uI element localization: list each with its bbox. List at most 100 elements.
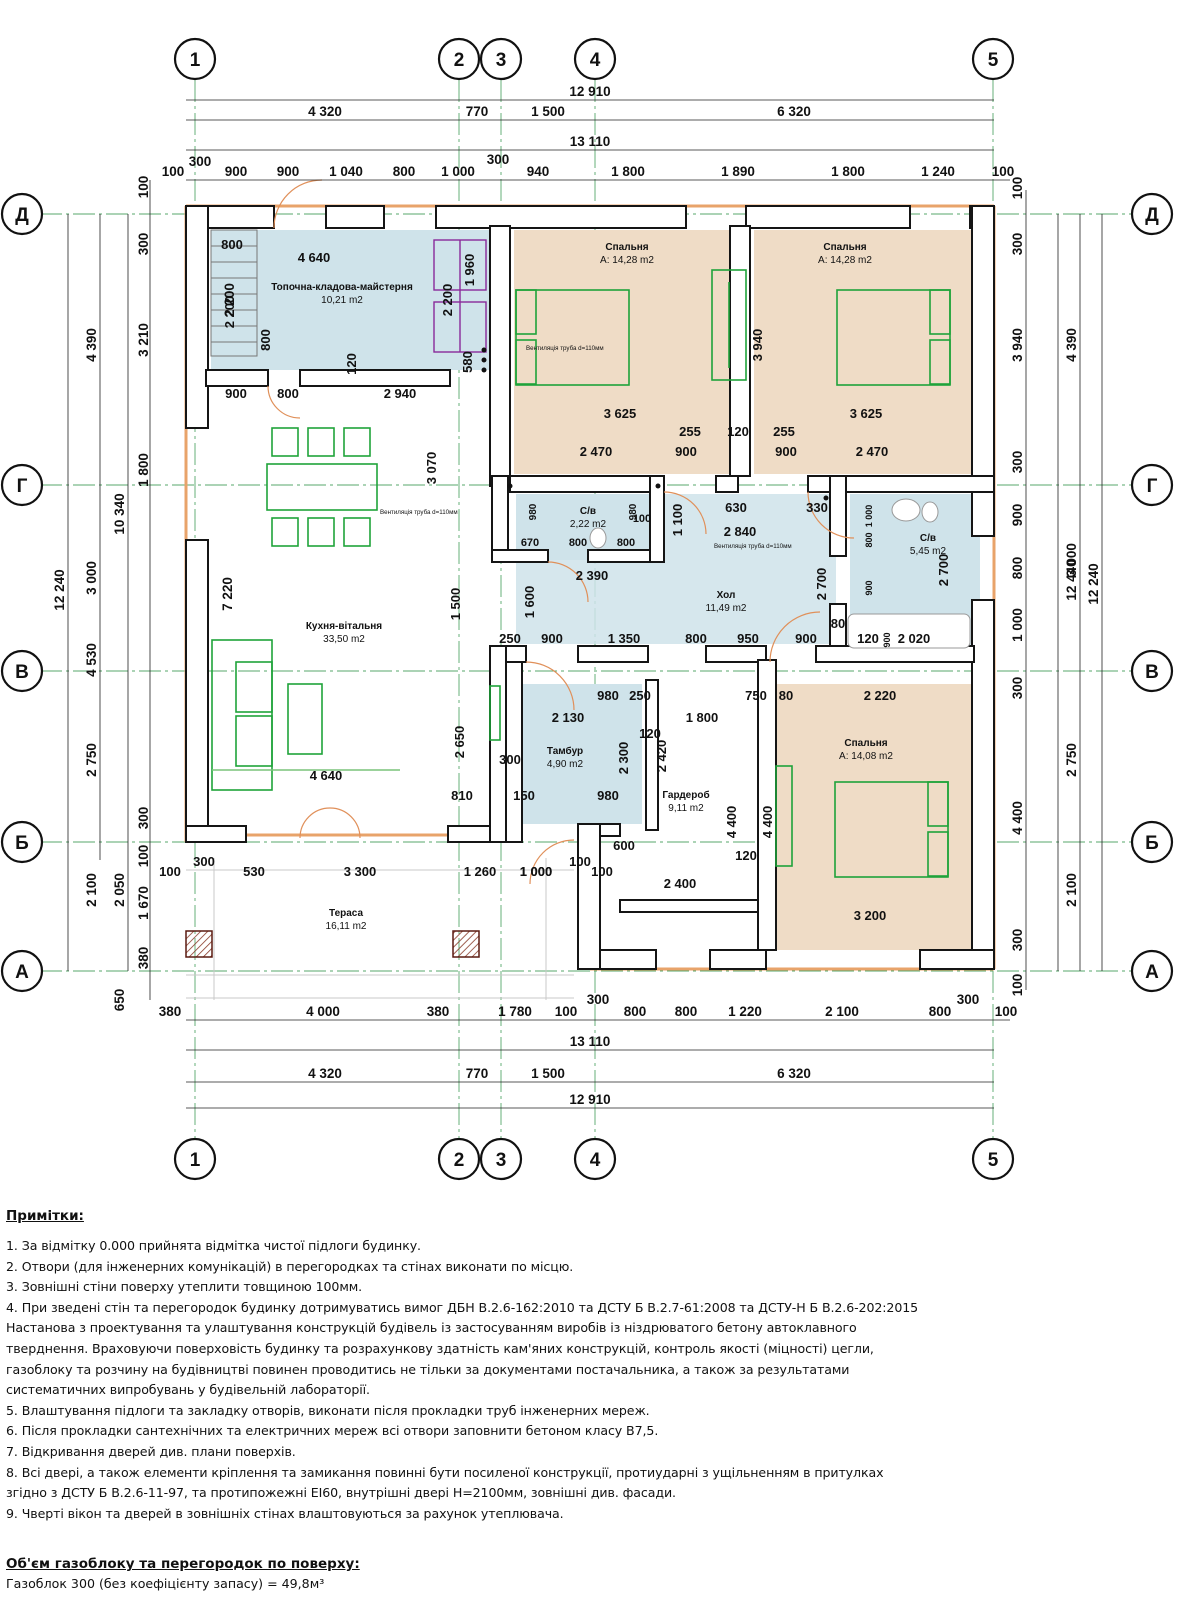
- interior-dim: 300: [193, 854, 215, 869]
- interior-dim: 4 640: [310, 768, 343, 783]
- room-name: Гардероб: [662, 789, 709, 801]
- dim-top-chain-2: 940: [527, 164, 550, 179]
- interior-dim: 800: [864, 532, 874, 547]
- dim-bottom-chain: 100: [995, 1004, 1018, 1019]
- interior-dim: 100: [591, 864, 613, 879]
- dim-left-inner: 2 100: [84, 873, 99, 907]
- dim-left-small: 380: [136, 947, 151, 970]
- axis-label-left: В: [15, 662, 29, 683]
- interior-dim: 800: [221, 237, 243, 252]
- room-name: Тераса: [329, 908, 364, 919]
- interior-dim: 300: [499, 752, 521, 767]
- note-line: 9. Чверті вікон та дверей в зовнішніх ст…: [6, 1505, 564, 1521]
- interior-dim: 1 500: [448, 588, 463, 621]
- dim-left-outer: 12 240: [52, 569, 67, 610]
- interior-dim: 580: [460, 351, 475, 373]
- note-line: газоблоку та розчину на будівництві пови…: [6, 1361, 850, 1377]
- room-name: Хол: [717, 590, 736, 601]
- note-line: згідно з ДСТУ Б В.2.6-11-97, та протипож…: [6, 1485, 676, 1501]
- note-line: систематичних випробувань у будівельній …: [6, 1382, 370, 1398]
- interior-dim: 2 700: [936, 554, 951, 587]
- dim-right-small: 800: [1010, 557, 1025, 580]
- interior-dim: 670: [521, 537, 539, 549]
- room-fill-bedroom-3: [776, 684, 974, 950]
- interior-dim: 255: [679, 424, 701, 439]
- dim-bottom-chain-2: 1 500: [531, 1066, 565, 1081]
- room-fills: [211, 230, 980, 950]
- furniture: [211, 269, 951, 878]
- room-area: А: 14,28 m2: [818, 255, 872, 266]
- left-dimensions: 12 240 4 390 10 340 2 050 3 000 4 530 2 …: [52, 176, 237, 1012]
- dim-left-small: 650: [112, 989, 127, 1012]
- dim-top-chain-2: 300: [487, 152, 510, 167]
- dim-bottom-chain: 800: [675, 1004, 698, 1019]
- dim-bottom-overall-1: 12 910: [569, 1092, 610, 1107]
- dim-bottom-chain: 100: [555, 1004, 578, 1019]
- note-line: 3. Зовнішні стіни поверху утеплити товщи…: [6, 1279, 363, 1295]
- room-area: 5,45 m2: [910, 546, 947, 557]
- dim-right-outer: 12 240: [1086, 563, 1101, 604]
- interior-dim: 3 625: [850, 406, 883, 421]
- axis-label-top: 2: [454, 50, 465, 71]
- interior-dim: 100: [159, 864, 181, 879]
- dim-right-inner: 3 940: [1010, 328, 1025, 362]
- dim-top-chain-2: 1 800: [611, 164, 645, 179]
- interior-dim: 80: [779, 688, 793, 703]
- room-name: С/в: [580, 506, 596, 517]
- notes-title: Примітки:: [6, 1208, 84, 1224]
- dim-top-chain-2: 100: [162, 164, 185, 179]
- dim-left-small: 1 670: [136, 886, 151, 920]
- interior-dim: 530: [243, 864, 265, 879]
- dim-left-inner: 4 530: [84, 643, 99, 677]
- note-line: 2. Отвори (для інженерних комунікацій) в…: [6, 1258, 574, 1274]
- column-right: [452, 930, 480, 958]
- interior-dim: 120: [735, 848, 757, 863]
- interior-dim: 980: [597, 688, 619, 703]
- dim-right-mid: 3 000: [1064, 543, 1079, 577]
- bed-3: [834, 781, 949, 878]
- interior-dim: 900: [864, 580, 874, 595]
- note-line: тверднення. Враховуючи поверховість буди…: [6, 1340, 874, 1356]
- dim-bottom-chain: 2 100: [825, 1004, 859, 1019]
- axis-label-right: Д: [1145, 205, 1159, 226]
- axis-bubbles: [0, 37, 1174, 1181]
- interior-dim: 900: [225, 386, 247, 401]
- interior-dim: 800: [277, 386, 299, 401]
- dim-top-chain-2: 900: [225, 164, 248, 179]
- interior-dim: 4 400: [724, 806, 739, 839]
- note-line: 1. За відмітку 0.000 прийнята відмітка ч…: [6, 1238, 421, 1253]
- bed-2: [836, 289, 951, 386]
- interior-dim: 120: [727, 424, 749, 439]
- bottom-dimensions: 380 4 000 380 1 780 100 300 800 800 1 22…: [159, 992, 1018, 1107]
- interior-dim: 1 960: [462, 254, 477, 287]
- interior-dim: 3 300: [344, 864, 377, 879]
- dim-bottom-overall-2: 13 110: [570, 1034, 611, 1049]
- dim-top-chain-2: 800: [393, 164, 416, 179]
- interior-dim: 900: [775, 444, 797, 459]
- dim-left-small: 300: [136, 807, 151, 830]
- axis-label-top: 5: [988, 50, 999, 71]
- right-dimensions: 12 440 12 240 4 390 3 000 2 750 2 100 3 …: [1010, 177, 1101, 997]
- room-area: 2,22 m2: [570, 519, 607, 530]
- interior-dimensions: 800 4 640 2 200 800 1 960 2 200 580 120 …: [159, 237, 951, 923]
- dim-left-inner: 3 000: [84, 561, 99, 595]
- room-area: 16,11 m2: [326, 921, 367, 932]
- interior-dim: 2 020: [898, 631, 931, 646]
- axis-label-right: В: [1145, 662, 1159, 683]
- dim-bottom-chain-2: 770: [466, 1066, 489, 1081]
- room-area: 33,50 m2: [323, 634, 365, 645]
- room-fill-hall: [516, 494, 836, 644]
- dim-right-inner: 4 400: [1010, 801, 1025, 835]
- bed-1: [515, 289, 630, 386]
- interior-dim: 630: [725, 500, 747, 515]
- dim-top-chain-1: 6 320: [777, 104, 811, 119]
- interior-dim: 1 800: [686, 710, 719, 725]
- dim-bottom-chain: 300: [957, 992, 980, 1007]
- interior-dim: 2 300: [616, 742, 631, 775]
- dim-top-chain-2: 1 890: [721, 164, 755, 179]
- dim-right-small: 100: [1010, 974, 1025, 997]
- room-name: Топочна-кладова-майстерня: [271, 282, 413, 293]
- room-fill-bedroom-1: [514, 230, 747, 474]
- interior-dim: 1 100: [670, 504, 685, 537]
- room-area: 9,11 m2: [668, 803, 704, 814]
